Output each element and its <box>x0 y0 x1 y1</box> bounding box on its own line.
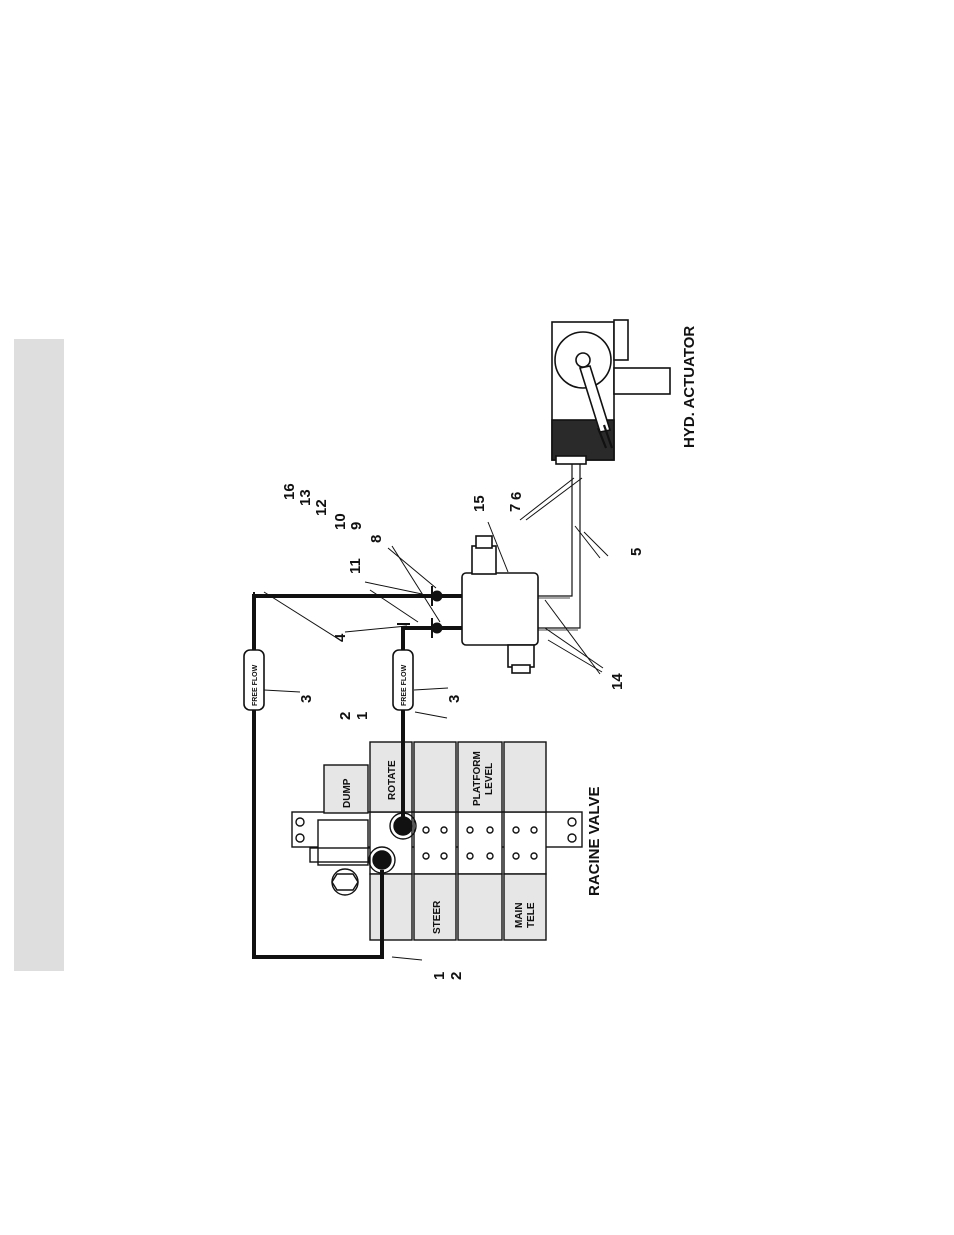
holding-valve-block <box>462 536 538 673</box>
callout-16: 16 <box>281 483 298 500</box>
callout-2b: 2 <box>337 712 354 720</box>
callout-13: 13 <box>297 489 314 506</box>
callout-7: 7 <box>507 504 524 512</box>
callout-12: 12 <box>313 499 330 516</box>
label-platform-level-2: LEVEL <box>484 763 495 795</box>
label-dump: DUMP <box>342 778 353 808</box>
hydraulic-actuator <box>552 320 670 464</box>
flow-control-lower-label: FREE FLOW <box>401 664 408 706</box>
label-rotate: ROTATE <box>387 760 398 800</box>
callout-15: 15 <box>471 495 488 512</box>
flow-control-upper-label: FREE FLOW <box>252 664 259 706</box>
callout-4: 4 <box>332 633 349 642</box>
callout-5: 5 <box>628 548 645 556</box>
callout-6: 6 <box>508 492 525 500</box>
callout-3b: 3 <box>446 695 463 703</box>
label-platform-level-1: PLATFORM <box>472 751 483 806</box>
callout-8: 8 <box>368 535 385 543</box>
callout-14: 14 <box>609 673 626 690</box>
callout-1b: 1 <box>354 712 371 720</box>
callout-3a: 3 <box>298 695 315 703</box>
flow-control-lower: FREE FLOW <box>393 650 413 710</box>
title-racine-valve: RACINE VALVE <box>586 787 603 896</box>
label-main-tele-1: MAIN <box>514 902 525 928</box>
callout-2: 2 <box>448 972 465 980</box>
flow-control-upper: FREE FLOW <box>244 650 264 710</box>
label-steer: STEER <box>432 900 443 934</box>
callout-1: 1 <box>431 972 448 980</box>
callout-9: 9 <box>348 522 365 530</box>
label-main-tele-2: TELE <box>526 902 537 928</box>
title-hyd-actuator: HYD. ACTUATOR <box>681 326 698 448</box>
callout-10: 10 <box>332 513 349 530</box>
callout-11: 11 <box>347 558 364 574</box>
